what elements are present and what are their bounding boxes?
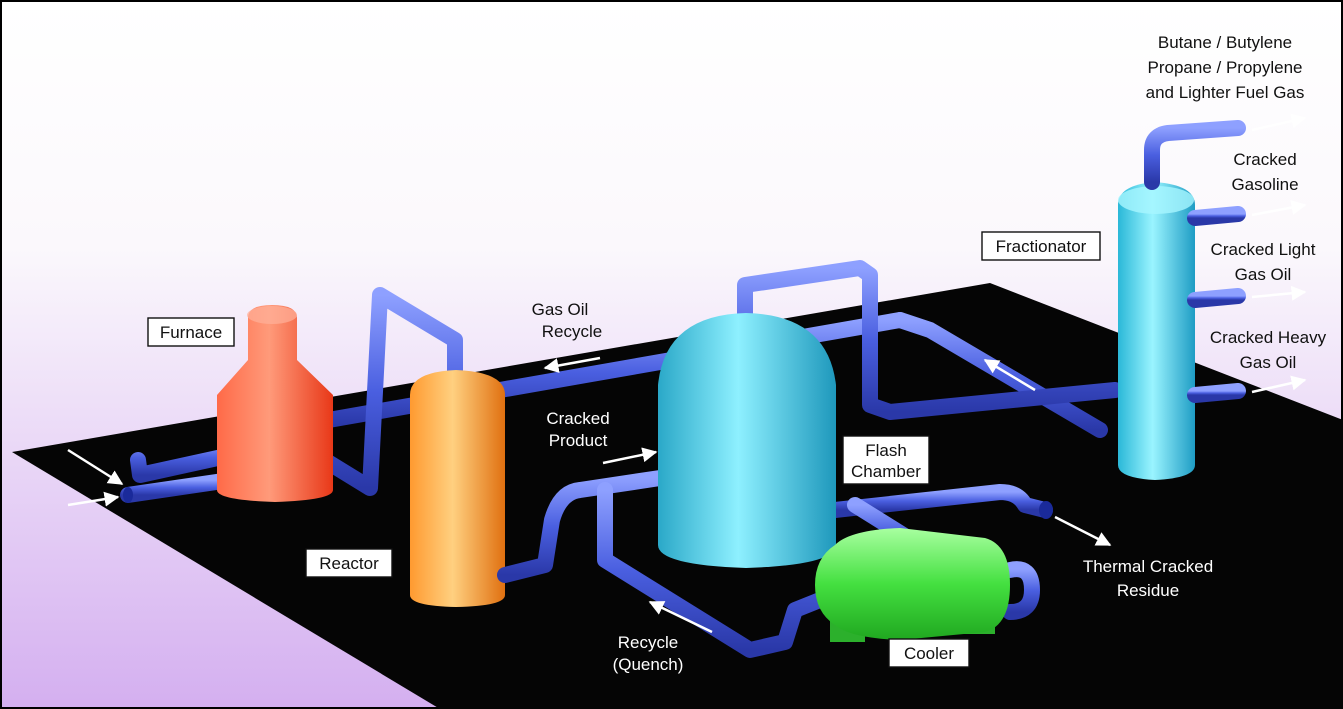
residue-arrow <box>1054 515 1112 547</box>
flash-chamber-vessel <box>658 313 836 568</box>
cracked-gasoline-line1: Cracked <box>1233 150 1296 169</box>
cooler-label-group: Cooler <box>888 638 970 668</box>
cracked-light-gas-oil-line2: Gas Oil <box>1235 265 1292 284</box>
gas-oil-recycle-line2: Recycle <box>542 322 602 341</box>
feed-arrow-1 <box>67 448 124 486</box>
fractionator-label-group: Fractionator <box>981 231 1101 261</box>
cooler-return-pipe <box>1002 561 1040 620</box>
residue-pipe-end <box>1039 501 1053 519</box>
gas-oil-recycle-arrow <box>543 356 601 373</box>
gas-outlet-arrow <box>1251 113 1307 132</box>
furnace-label: Furnace <box>160 323 222 342</box>
gasoline-outlet-pipe <box>1187 206 1246 226</box>
reactor-vessel <box>410 370 505 607</box>
cracked-product-label: Cracked Product <box>546 409 609 450</box>
fractionator-label: Fractionator <box>996 237 1087 256</box>
flash-chamber-label-group: Flash Chamber <box>842 435 930 485</box>
cracked-light-gas-oil-label: Cracked Light Gas Oil <box>1211 240 1316 284</box>
thermal-cracked-residue-label: Thermal Cracked Residue <box>1083 557 1213 600</box>
quench-arrow <box>648 600 713 634</box>
heavy-gas-oil-outlet-pipe <box>1187 383 1246 403</box>
flow-arrows <box>67 113 1307 634</box>
light-gas-oil-outlet-arrow <box>1251 285 1307 301</box>
flash-overhead-pipe <box>737 260 1123 420</box>
cracked-heavy-gas-oil-label: Cracked Heavy Gas Oil <box>1210 328 1327 372</box>
gas-oil-recycle-label: Gas Oil Recycle <box>532 300 603 341</box>
quench-recycle-pipe <box>597 482 828 658</box>
output-gases-line1: Butane / Butylene <box>1158 33 1292 52</box>
reactor-to-flash-pipe <box>497 470 668 583</box>
output-gases-line2: Propane / Propylene <box>1148 58 1303 77</box>
recycle-quench-label: Recycle (Quench) <box>613 633 684 674</box>
reactor-label-group: Reactor <box>305 548 393 578</box>
recycle-quench-line2: (Quench) <box>613 655 684 674</box>
furnace-to-reactor-pipe <box>292 287 463 496</box>
feed-pipe-end <box>123 487 133 503</box>
cracked-product-line2: Product <box>549 431 608 450</box>
furnace-vessel <box>217 305 333 502</box>
flash-chamber-label-line1: Flash <box>865 441 907 460</box>
fractionator-vessel <box>1118 182 1195 480</box>
residue-line1: Thermal Cracked <box>1083 557 1213 576</box>
feed-pipe <box>120 472 238 503</box>
heavy-gas-oil-outlet-arrow <box>1251 375 1307 394</box>
furnace-label-group: Furnace <box>147 317 235 347</box>
cooler-label: Cooler <box>904 644 954 663</box>
reactor-label: Reactor <box>319 554 379 573</box>
feed-arrow-2 <box>67 491 120 507</box>
cracked-heavy-gas-oil-line2: Gas Oil <box>1240 353 1297 372</box>
gas-outlet-pipe <box>1144 120 1246 190</box>
cracked-gasoline-line2: Gasoline <box>1231 175 1298 194</box>
residue-pipe <box>827 484 1053 518</box>
gas-oil-recycle-line1: Gas Oil <box>532 300 589 319</box>
gasoline-outlet-arrow <box>1251 200 1307 217</box>
flash-chamber-label-line2: Chamber <box>851 462 921 481</box>
cracked-product-line1: Cracked <box>546 409 609 428</box>
output-gases-label: Butane / Butylene Propane / Propylene an… <box>1146 33 1305 102</box>
recycle-arrow <box>983 358 1036 392</box>
cooler-vessel <box>815 528 1010 642</box>
fractionator-outlets <box>1144 120 1246 403</box>
output-gases-line3: and Lighter Fuel Gas <box>1146 83 1305 102</box>
cracked-gasoline-label: Cracked Gasoline <box>1231 150 1298 194</box>
recycle-quench-line1: Recycle <box>618 633 678 652</box>
light-gas-oil-outlet-pipe <box>1187 288 1246 308</box>
cracked-product-arrow <box>602 447 658 465</box>
cracked-heavy-gas-oil-line1: Cracked Heavy <box>1210 328 1327 347</box>
cracked-light-gas-oil-line1: Cracked Light <box>1211 240 1316 259</box>
residue-line2: Residue <box>1117 581 1179 600</box>
